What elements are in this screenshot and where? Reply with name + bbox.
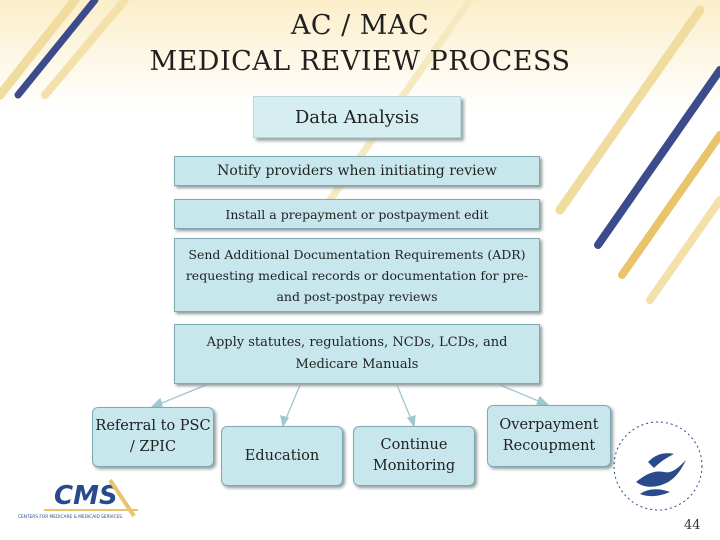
hhs-seal <box>613 421 703 511</box>
svg-text:CMS: CMS <box>54 481 118 511</box>
outcome-continue-monitoring: Continue Monitoring <box>353 426 475 486</box>
svg-text:CENTERS FOR MEDICARE & MEDICAI: CENTERS FOR MEDICARE & MEDICAID SERVICES <box>18 514 122 520</box>
outcome-referral: Referral to PSC / ZPIC <box>92 407 214 467</box>
title-line-1: AC / MAC <box>290 10 430 41</box>
outcome-education: Education <box>221 426 343 486</box>
slide-title: AC / MAC MEDICAL REVIEW PROCESS <box>0 8 720 80</box>
step-install-edit: Install a prepayment or postpayment edit <box>174 199 540 229</box>
step-send-adr: Send Additional Documentation Requiremen… <box>174 238 540 312</box>
cms-logo: CMS CENTERS FOR MEDICARE & MEDICAID SERV… <box>18 478 138 520</box>
header-background <box>0 0 720 110</box>
step-notify-providers: Notify providers when initiating review <box>174 156 540 186</box>
page-number: 44 <box>684 518 701 533</box>
step-apply-statutes: Apply statutes, regulations, NCDs, LCDs,… <box>174 324 540 384</box>
data-analysis-box: Data Analysis <box>253 96 461 138</box>
title-line-2: MEDICAL REVIEW PROCESS <box>149 46 571 77</box>
outcome-overpayment-recoupment: Overpayment Recoupment <box>487 405 611 467</box>
